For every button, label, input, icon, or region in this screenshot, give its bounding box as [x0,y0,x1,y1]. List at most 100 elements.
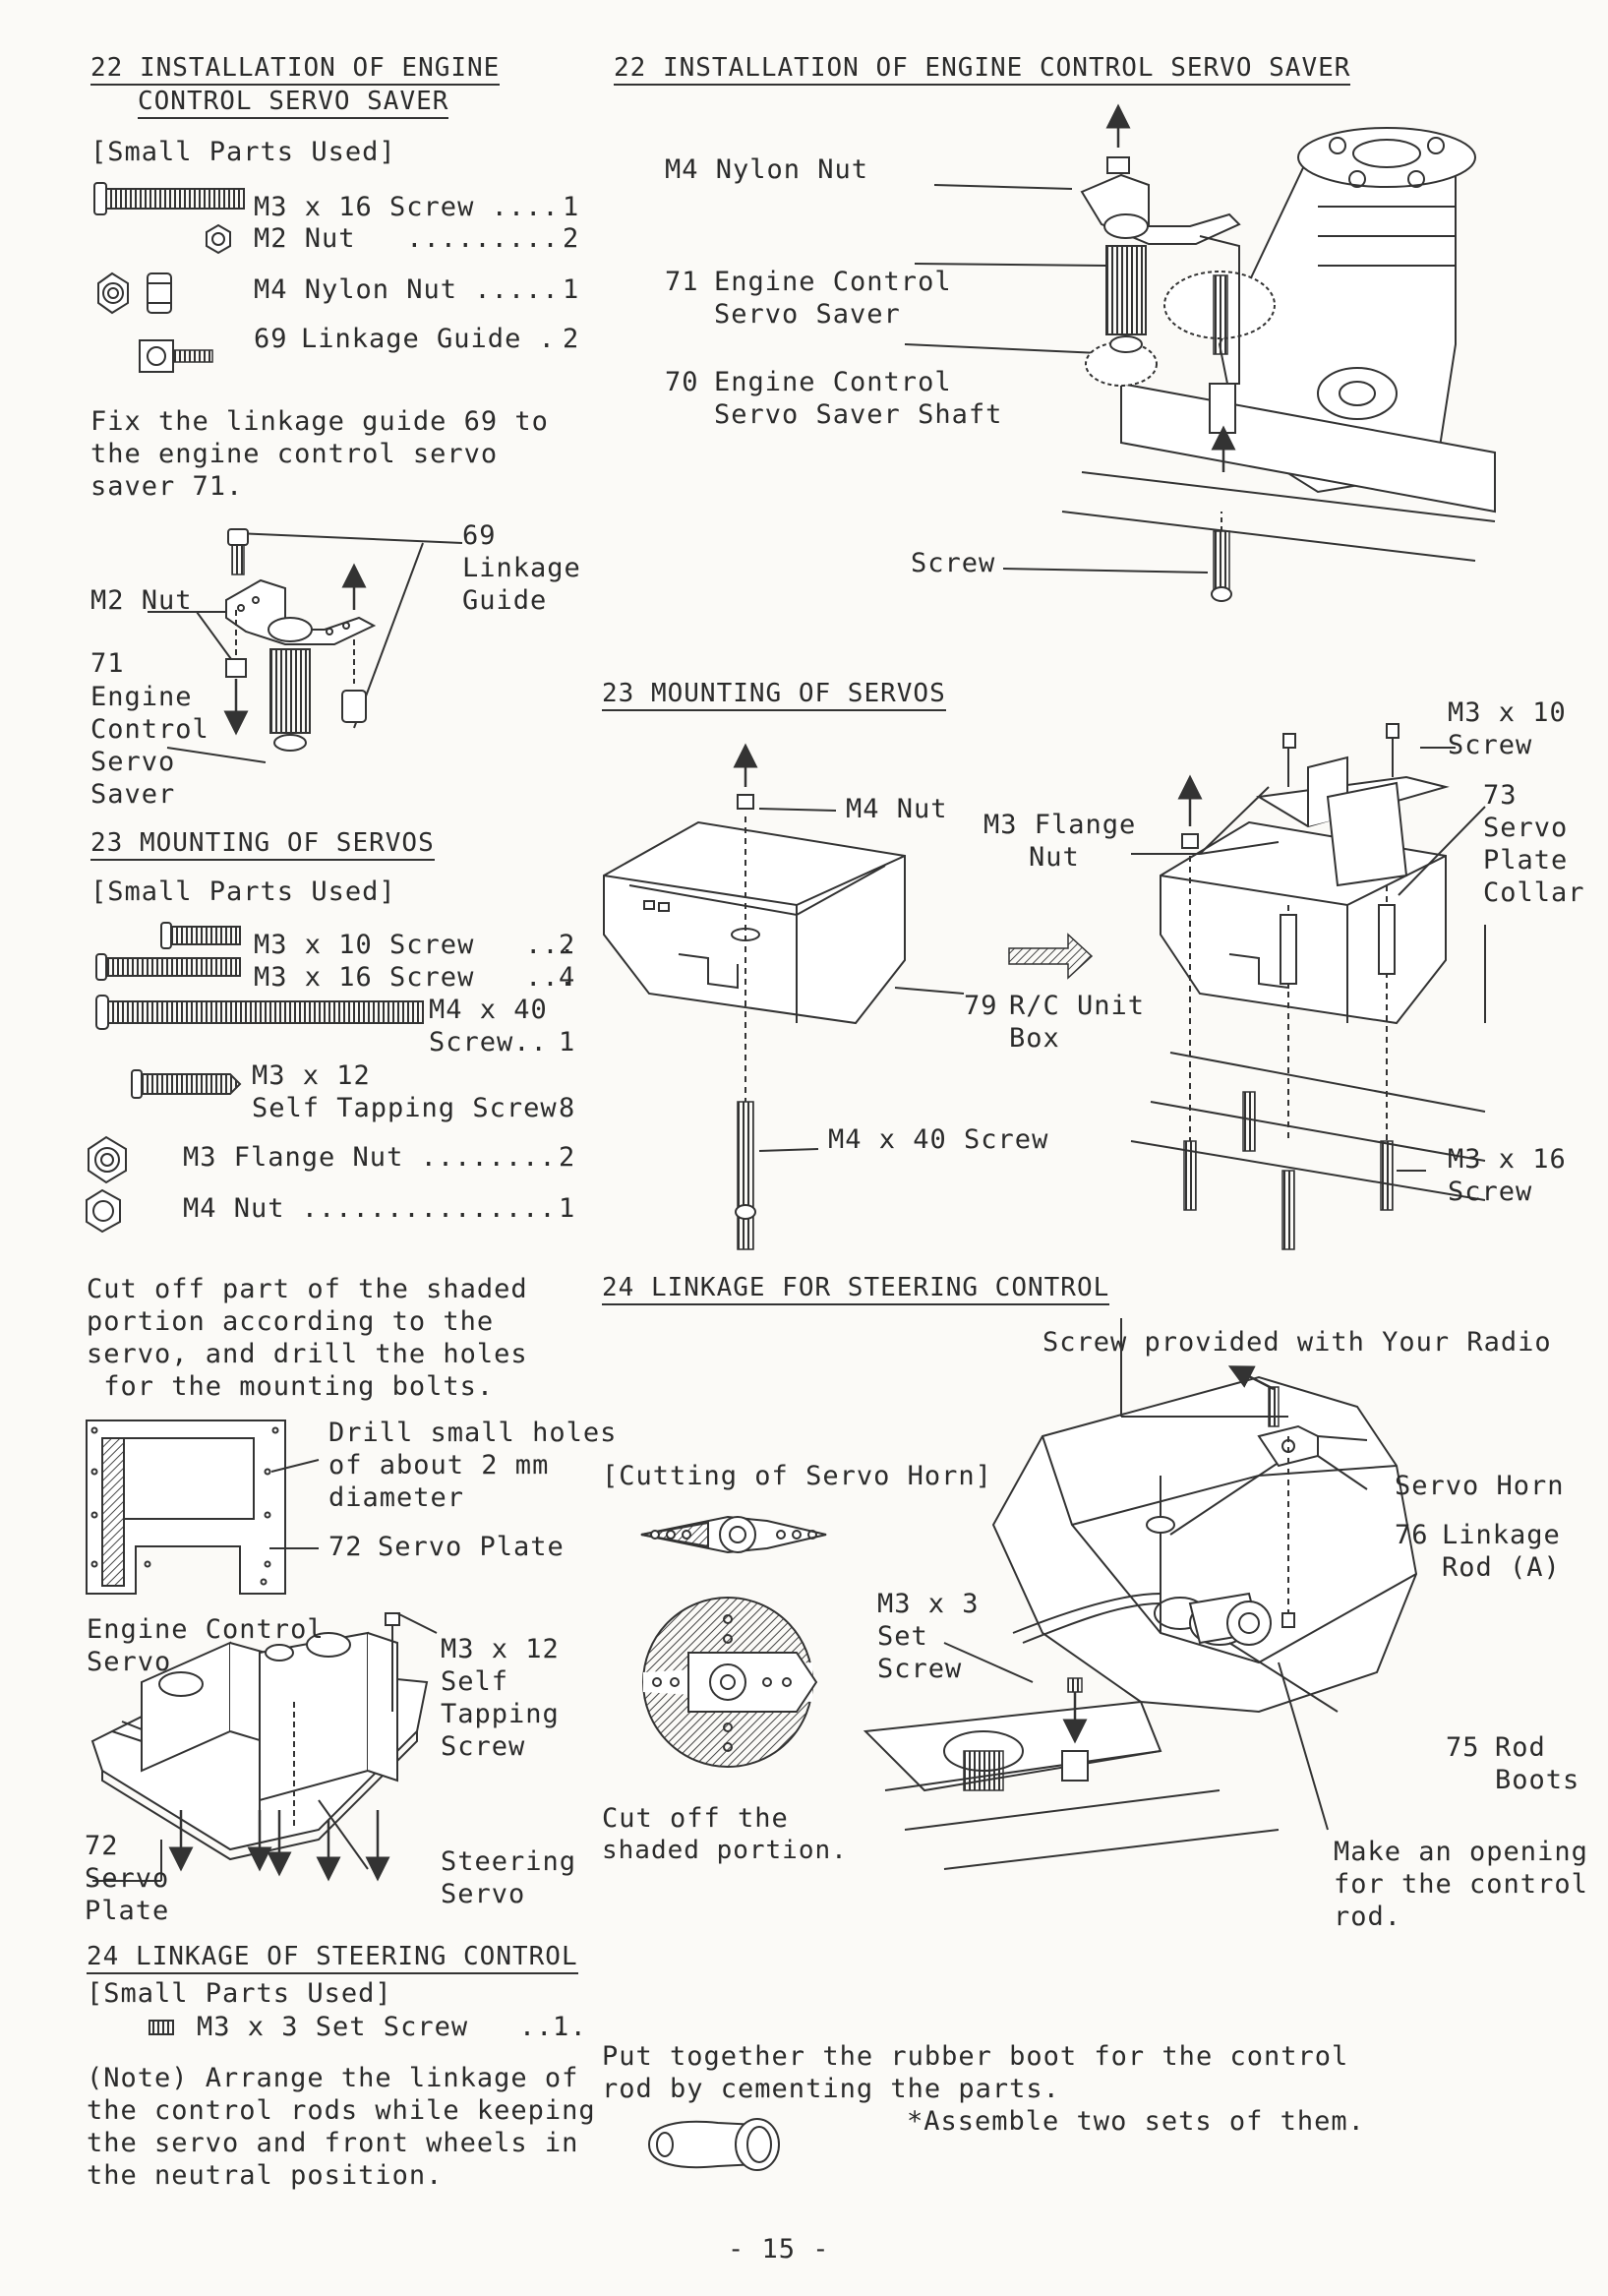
rubber-boot-figure [629,2105,806,2184]
left-s24-note-2: the servo and front wheels in [87,2128,579,2158]
right-s24-horn: Servo Horn [1395,1471,1565,1501]
left-s24-note-0: (Note) Arrange the linkage of [87,2063,579,2093]
assembly-plate-1: Servo [85,1863,170,1894]
left-s22-part-0-qty: 1 [563,192,580,222]
right-s24-boot-text-1: rod by cementing the parts. [602,2074,1060,2104]
plate-drill-2: of about 2 mm [328,1450,550,1480]
servo-horn-cutting-figure [629,1505,865,1800]
left-s23-parts-illustration [83,915,437,1239]
right-s22-saver-no: 71 [665,267,699,297]
assembly-screw-4: Screw [441,1731,526,1762]
right-s23-collar-1: Servo [1483,813,1569,843]
left-s22-instruction-0: Fix the linkage guide 69 to [90,406,549,437]
left-s22-m2-nut-label: M2 Nut [90,585,193,616]
left-servo-saver-figure [89,521,580,826]
plate-label: Servo Plate [378,1532,565,1562]
right-s24-cut-off-2: shaded portion. [602,1836,848,1865]
assembly-screw-1: M3 x 12 [441,1634,560,1664]
right-s24-set-screw-2: Set [877,1621,928,1652]
right-s23-collar-no: 73 [1483,780,1518,811]
left-s22-instruction-2: saver 71. [90,471,244,502]
left-s23-part-1-qty: 4 [559,962,576,993]
right-s23-m3x10-2: Screw [1448,730,1533,760]
right-s23-flange-2: Nut [1029,842,1080,873]
right-s23-m3x10-1: M3 x 10 [1448,697,1567,728]
left-s24-note-3: the neutral position. [87,2160,444,2191]
left-s24-heading: 24 LINKAGE OF STEERING CONTROL [87,1942,578,1974]
left-s22-instruction-1: the engine control servo [90,439,499,469]
right-s23-m4x40: M4 x 40 Screw [828,1124,1049,1155]
left-s23-part-2-qty: 1 [559,1027,576,1057]
right-s23-box-2: Box [1009,1023,1060,1054]
right-s24-opening-3: rod. [1334,1902,1402,1932]
left-s22-part-3-no: 69 [254,324,288,354]
left-s23-part-0-qty: 2 [559,930,576,960]
left-s23-part-2-name: M4 x 40 [429,995,548,1025]
plate-drill-1: Drill small holes [328,1418,618,1448]
right-s24-rod-2: Rod (A) [1442,1552,1561,1583]
right-s24-rod-no: 76 [1395,1520,1429,1550]
right-s22-heading: 22 INSTALLATION OF ENGINE CONTROL SERVO … [614,53,1351,86]
right-s22-saver-2: Servo Saver [714,299,901,330]
left-s22-heading-line1: 22 INSTALLATION OF ENGINE [90,53,501,86]
left-s23-parts-label: [Small Parts Used] [90,876,396,907]
left-s22-saver-1: Engine [90,682,193,712]
right-s23-m4-nut: M4 Nut [846,794,948,824]
left-s23-part-4-name: M3 Flange Nut ........ [183,1142,557,1173]
assembly-plate-2: Plate [85,1896,170,1926]
left-s22-guide-1: Linkage [462,553,581,583]
left-s22-part-3-name: Linkage Guide . [301,324,556,354]
right-s23-collar-2: Plate [1483,845,1569,876]
right-s24-set-screw-1: M3 x 3 [877,1589,980,1619]
assembly-screw-2: Self [441,1666,509,1697]
steering-linkage-figure [865,1377,1574,1908]
assembly-engine-servo-2: Servo [87,1647,172,1677]
left-s22-part-1-name: M2 Nut ......... [254,223,560,254]
left-s24-parts-label: [Small Parts Used] [87,1978,392,2009]
right-s24-radio-screw: Screw provided with Your Radio [1042,1327,1552,1358]
left-s22-guide-2: Guide [462,585,548,616]
right-s24-heading: 24 LINKAGE FOR STEERING CONTROL [602,1273,1110,1305]
right-s24-opening-1: Make an opening [1334,1837,1588,1867]
right-s23-box-1: R/C Unit [1009,991,1146,1021]
left-s23-part-2-name2: Screw.. [429,1027,548,1057]
right-s24-cut-off-1: Cut off the [602,1803,789,1834]
left-s22-parts-label: [Small Parts Used] [90,137,396,167]
left-s22-part-3-qty: 2 [563,324,580,354]
right-s23-heading: 23 MOUNTING OF SERVOS [602,679,946,711]
assembly-screw-3: Tapping [441,1699,560,1729]
right-s24-boots-2: Boots [1495,1765,1580,1795]
left-s22-saver-3: Servo [90,747,176,777]
right-s23-box-no: 79 [964,991,998,1021]
left-s22-part-0-name: M3 x 16 Screw .... [254,192,560,222]
right-s22-shaft-1: Engine Control [714,367,952,397]
left-s23-part-1-name: M3 x 16 Screw ... [254,962,576,993]
plate-drill-3: diameter [328,1482,465,1513]
servo-mounting-figure [600,728,1505,1239]
right-s23-m3x16-1: M3 x 16 [1448,1144,1567,1175]
right-s22-saver-1: Engine Control [714,267,952,297]
left-s23-part-3-name2: Self Tapping Screw [252,1093,558,1123]
left-s24-part-0-name: M3 x 3 Set Screw .... [197,2012,587,2042]
left-s23-part-4-qty: 2 [559,1142,576,1173]
right-s24-opening-2: for the control [1334,1869,1588,1900]
set-screw-icon [148,2019,177,2038]
left-s23-heading: 23 MOUNTING OF SERVOS [90,828,435,861]
left-s22-part-2-qty: 1 [563,274,580,305]
left-s24-part-0-qty: 1 [553,2012,570,2042]
left-s22-saver-4: Saver [90,779,176,810]
assembly-steering-2: Servo [441,1879,526,1909]
right-s24-cutting-label: [Cutting of Servo Horn] [602,1461,992,1491]
left-s23-part-3-name: M3 x 12 [252,1060,371,1091]
left-s23-part-5-qty: 1 [559,1193,576,1224]
assembly-plate-no: 72 [85,1831,119,1861]
left-s22-part-1-qty: 2 [563,223,580,254]
left-s22-guide-no: 69 [462,520,497,551]
left-s23-part-0-name: M3 x 10 Screw ... [254,930,576,960]
engine-servo-saver-figure [610,103,1495,630]
right-s24-boots-1: Rod [1495,1732,1546,1763]
plate-no: 72 [328,1532,363,1562]
right-s24-set-screw-3: Screw [877,1654,963,1684]
right-s23-m3x16-2: Screw [1448,1177,1533,1207]
assembly-engine-servo-1: Engine Control [87,1614,325,1645]
